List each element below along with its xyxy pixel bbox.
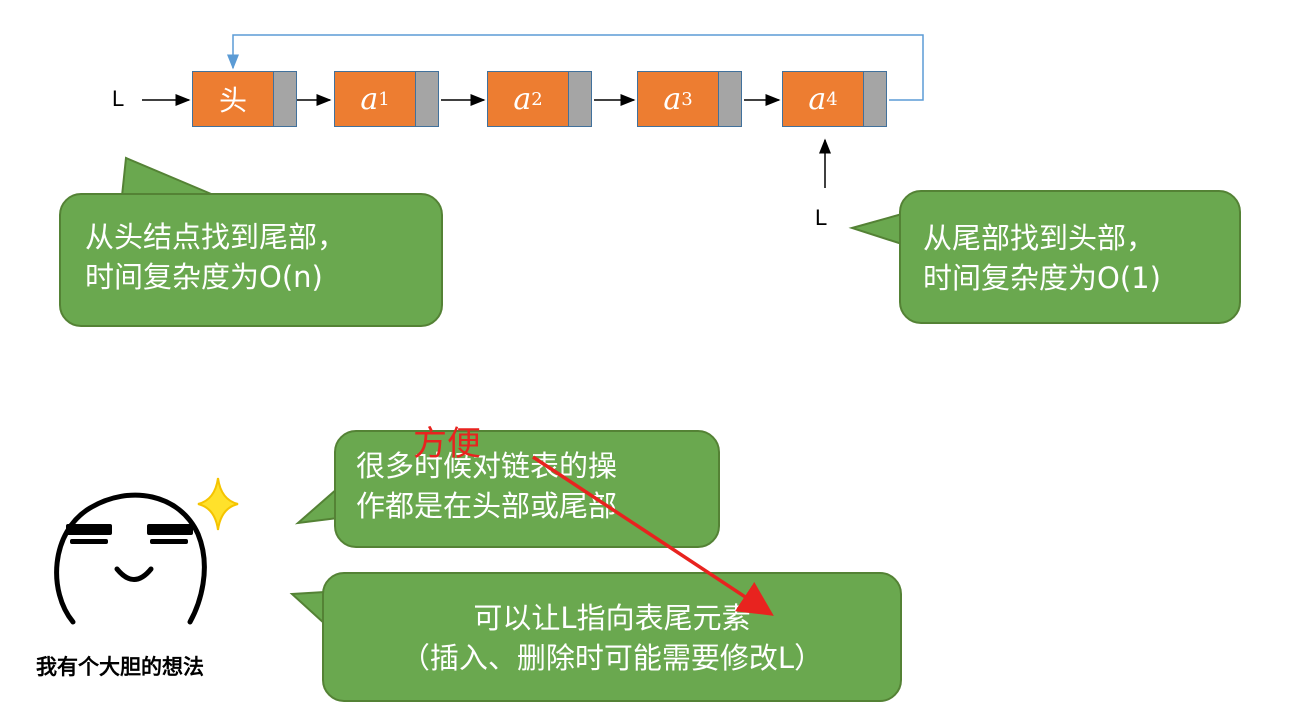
bubble-line: 作都是在头部或尾部 xyxy=(356,489,618,523)
sparkle-icon xyxy=(197,477,239,531)
bubble-line: 时间复杂度为O(n) xyxy=(85,260,323,294)
tail-pointer-label: L xyxy=(815,205,828,230)
meme-face-icon xyxy=(54,477,239,625)
bubble-line: 时间复杂度为O(1) xyxy=(923,261,1161,295)
annotation-text: 方便 xyxy=(413,424,481,464)
bubble-line: 很多时候对链表的操 xyxy=(356,449,618,483)
bubble-idea: 可以让L指向表尾元素 （插入、删除时可能需要修改L） xyxy=(322,572,902,702)
node-pointer-field xyxy=(719,71,742,127)
bubble-operations: 很多时候对链表的操 作都是在头部或尾部 xyxy=(334,430,720,548)
node-pointer-field xyxy=(569,71,592,127)
bubble-line: 可以让L指向表尾元素 xyxy=(473,601,751,635)
node-pointer-field xyxy=(416,71,439,127)
meme-caption: 我有个大胆的想法 xyxy=(36,655,204,679)
node-pointer-field xyxy=(274,71,297,127)
node-pointer-field xyxy=(864,71,887,127)
head-pointer-label: L xyxy=(112,86,125,111)
list-node-head: 头 xyxy=(192,71,297,127)
bubble-tail-to-head: 从尾部找到头部， 时间复杂度为O(1) xyxy=(899,190,1241,324)
bubble-line: 从尾部找到头部， xyxy=(923,221,1156,255)
circular-link-line xyxy=(227,34,924,101)
node-data: 头 xyxy=(192,71,274,127)
bubble-head-to-tail: 从头结点找到尾部， 时间复杂度为O(n) xyxy=(59,193,443,327)
bubble-line: （插入、删除时可能需要修改L） xyxy=(400,641,824,675)
bubble-line: 从头结点找到尾部， xyxy=(85,220,347,254)
